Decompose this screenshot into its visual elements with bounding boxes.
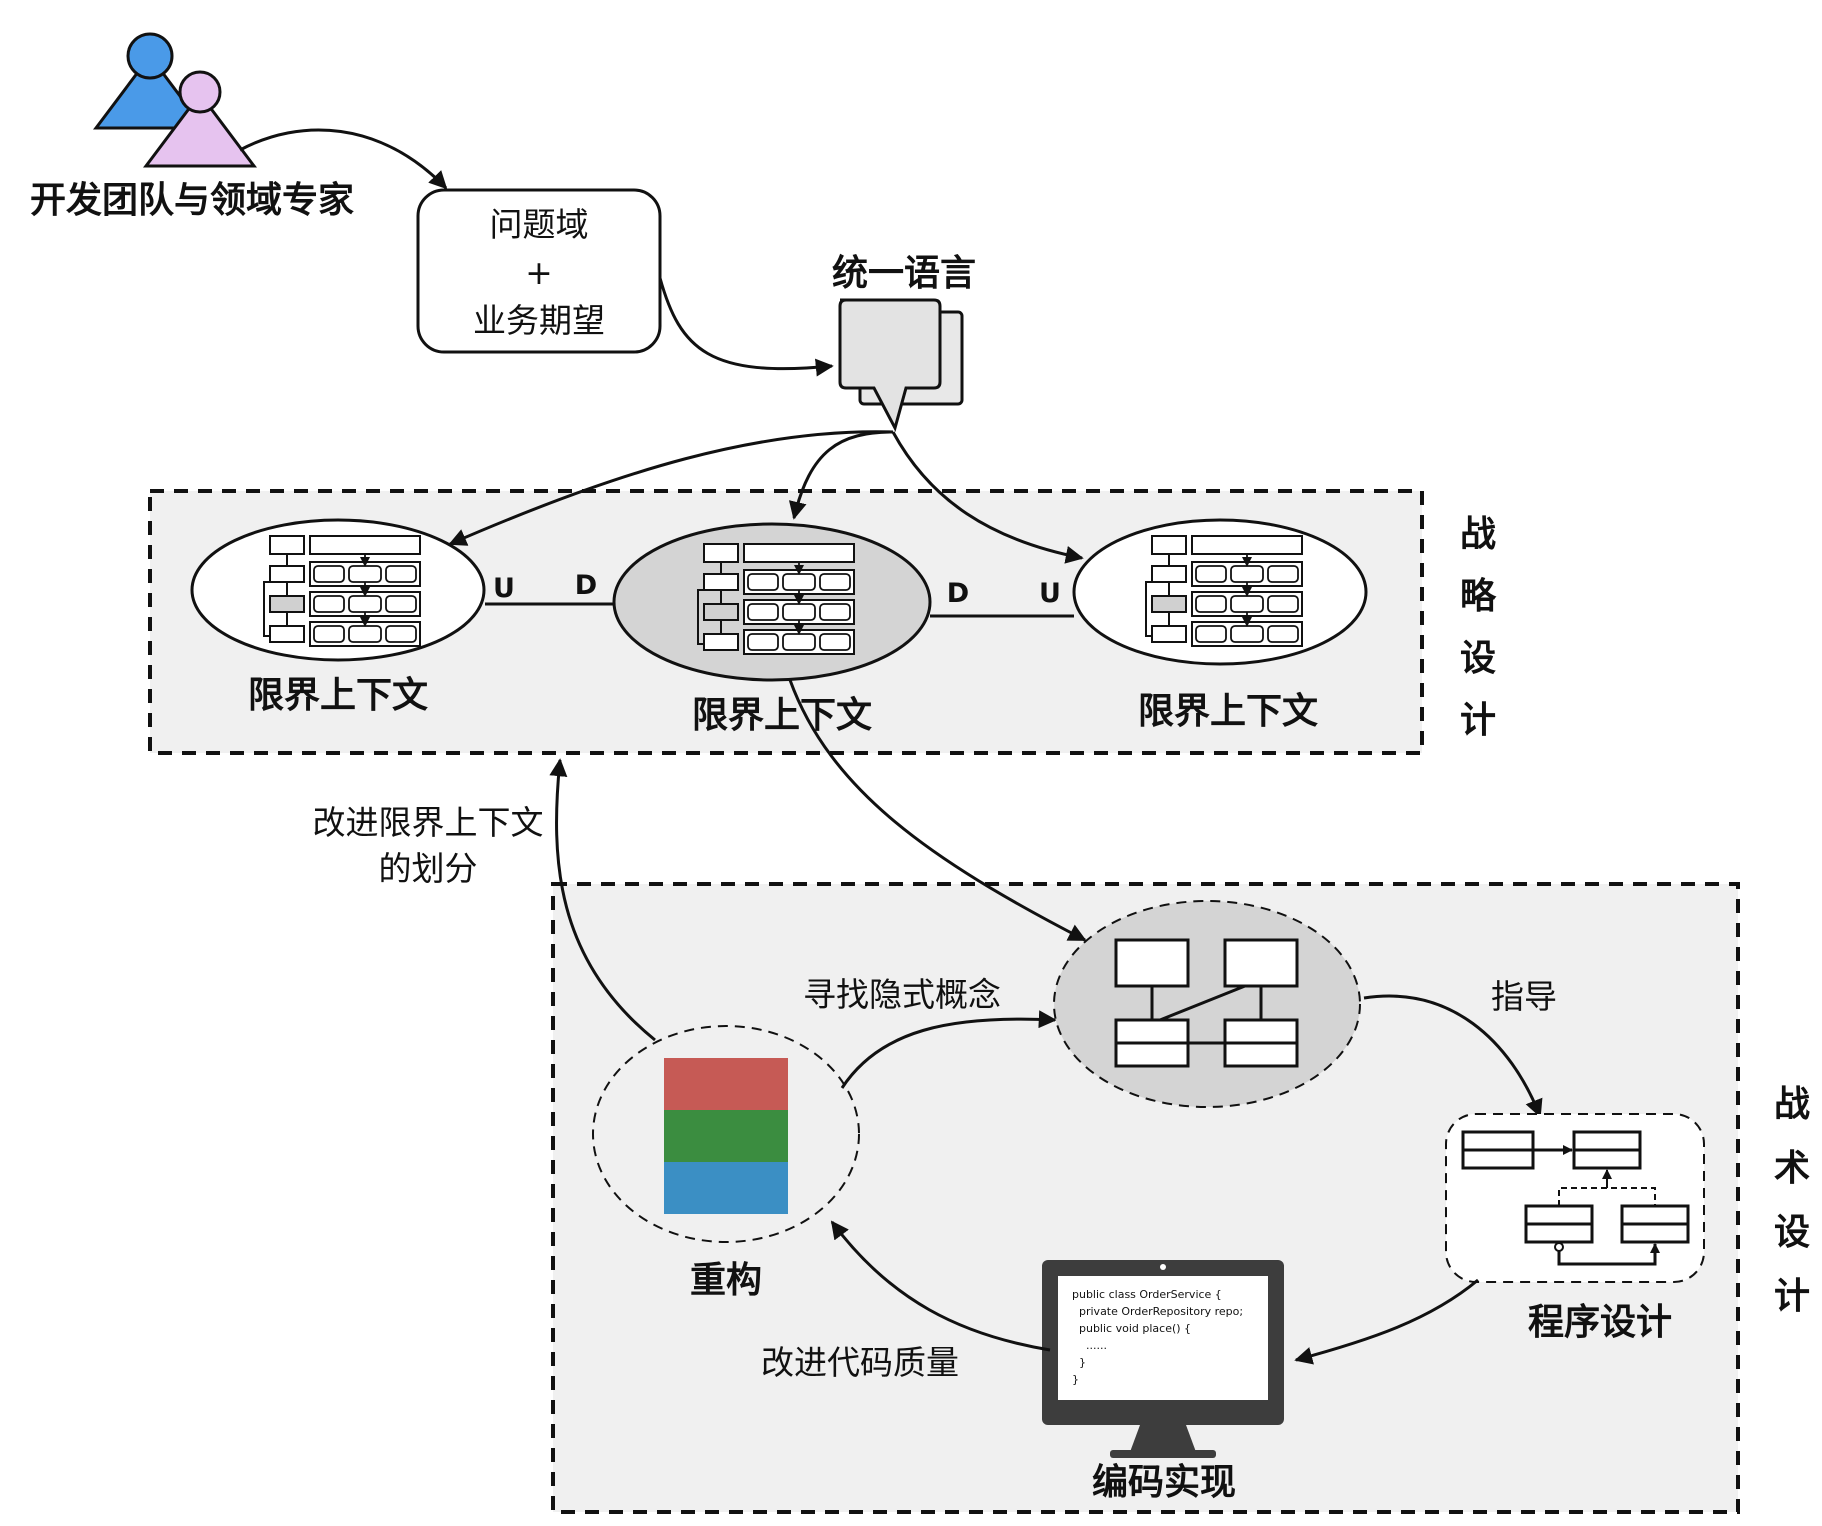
actors-label: 开发团队与领域专家 xyxy=(30,180,354,221)
coding-monitor-icon: public class OrderService { private Orde… xyxy=(1042,1260,1284,1458)
code-line-4: ...... xyxy=(1072,1339,1107,1352)
coding-label: 编码实现 xyxy=(1092,1462,1236,1503)
svg-text:计: 计 xyxy=(1774,1276,1810,1317)
svg-text:略: 略 xyxy=(1460,576,1497,617)
strategic-design-title: 战 略 设 计 xyxy=(1460,514,1497,741)
edge-refactor-to-model xyxy=(840,1010,1057,1089)
svg-text:术: 术 xyxy=(1774,1148,1810,1189)
edge-improve-context-line-1: 改进限界上下文 xyxy=(313,803,544,842)
code-line-1: public class OrderService { xyxy=(1072,1288,1222,1301)
edge-refactor-to-strategic xyxy=(549,758,656,1042)
edge-improve-quality: 改进代码质量 xyxy=(761,1343,959,1382)
svg-text:战: 战 xyxy=(1774,1084,1810,1125)
problem-line-1: 问题域 xyxy=(490,205,589,244)
code-line-2: private OrderRepository repo; xyxy=(1072,1305,1243,1318)
edge-actors-to-problem xyxy=(239,128,448,190)
bounded-context-2-label: 限界上下文 xyxy=(692,695,872,736)
code-line-5: } xyxy=(1072,1356,1086,1369)
edge-improve-context-line-2: 的划分 xyxy=(379,849,478,888)
edge-language-to-context-3 xyxy=(891,431,1084,564)
svg-text:设: 设 xyxy=(1774,1212,1810,1253)
domain-model-node xyxy=(1053,900,1361,1108)
bounded-context-1-label: 限界上下文 xyxy=(248,675,428,716)
relation-2-left: D xyxy=(947,578,969,609)
edge-language-to-context-2 xyxy=(788,430,894,520)
relation-2-right: U xyxy=(1039,578,1061,609)
edge-coding-to-refactor xyxy=(830,1220,1051,1352)
bounded-context-3-label: 限界上下文 xyxy=(1138,691,1318,732)
edge-model-to-program xyxy=(1363,994,1543,1118)
program-design-node xyxy=(1445,1113,1705,1283)
edge-guide: 指导 xyxy=(1491,977,1557,1016)
edge-program-to-coding xyxy=(1294,1278,1479,1365)
svg-text:计: 计 xyxy=(1460,700,1496,741)
speech-bubble-icon xyxy=(838,298,964,433)
actors-icon xyxy=(93,32,257,168)
edge-find-implicit: 寻找隐式概念 xyxy=(803,975,1001,1014)
refactor-node xyxy=(592,1025,860,1243)
edge-language-to-context-1 xyxy=(448,430,894,546)
problem-line-3: 业务期望 xyxy=(473,301,605,340)
problem-domain-box: 问题域 + 业务期望 xyxy=(416,188,662,354)
code-line-6: } xyxy=(1072,1373,1079,1386)
tactical-design-title: 战 术 设 计 xyxy=(1774,1084,1810,1317)
problem-line-2: + xyxy=(525,253,553,292)
relation-1-left: U xyxy=(493,573,515,604)
bounded-context-2 xyxy=(612,522,932,682)
svg-text:战: 战 xyxy=(1460,514,1496,555)
relation-1-right: D xyxy=(575,570,597,601)
bounded-context-1 xyxy=(190,518,486,662)
edge-problem-to-language xyxy=(658,277,834,377)
language-label: 统一语言 xyxy=(832,253,976,294)
program-design-label: 程序设计 xyxy=(1528,1302,1672,1343)
svg-text:设: 设 xyxy=(1460,638,1496,679)
code-line-3: public void place() { xyxy=(1072,1322,1191,1335)
edge-context-to-model xyxy=(788,679,1087,942)
refactor-label: 重构 xyxy=(690,1260,762,1301)
bounded-context-3 xyxy=(1072,518,1368,666)
